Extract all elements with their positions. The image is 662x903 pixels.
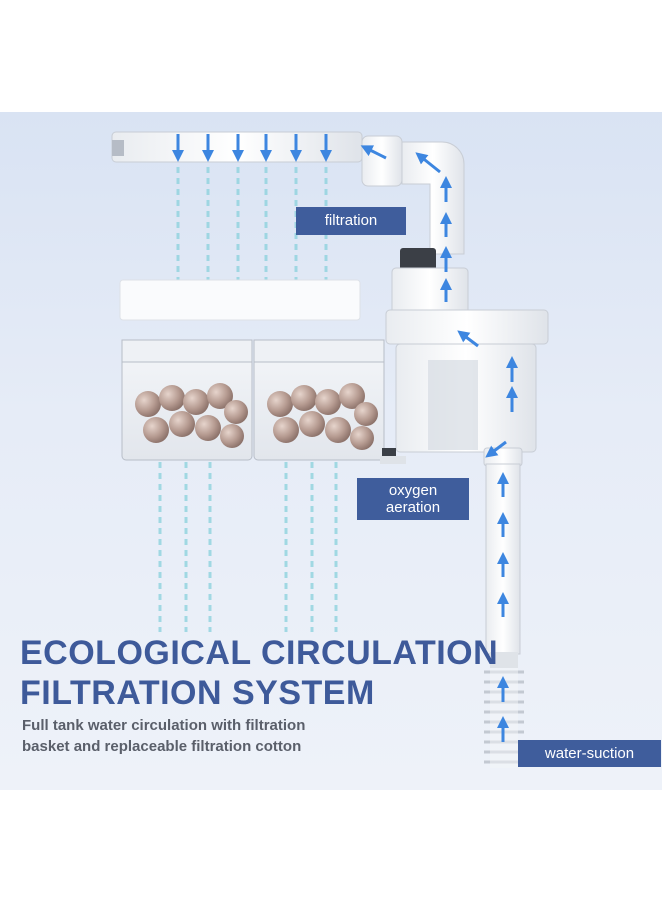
headline-line1: ECOLOGICAL CIRCULATION <box>20 634 499 672</box>
oxygen-aeration-label: oxygen aeration <box>357 478 469 520</box>
pump-body <box>380 248 549 467</box>
headline-line2: FILTRATION SYSTEM <box>20 674 375 712</box>
product-scene: filtration oxygen aeration water-suction… <box>0 112 662 790</box>
oxygen-label-line1: oxygen <box>388 481 438 499</box>
water-suction-label-text: water-suction <box>544 744 635 762</box>
ceramic-balls <box>135 383 378 450</box>
subtitle-line1: Full tank water circulation with filtrat… <box>22 717 306 734</box>
filtration-label: filtration <box>296 207 406 235</box>
flow-arrows <box>172 134 518 742</box>
oxygen-label-line2: aeration <box>385 499 441 516</box>
filtration-label-text: filtration <box>324 212 378 230</box>
water-suction-label: water-suction <box>518 740 661 767</box>
subtitle-line2: basket and replaceable filtration cotton <box>22 738 302 755</box>
outlet-tray <box>111 131 465 255</box>
filter-illustration <box>111 131 549 768</box>
filter-cotton <box>119 279 361 321</box>
